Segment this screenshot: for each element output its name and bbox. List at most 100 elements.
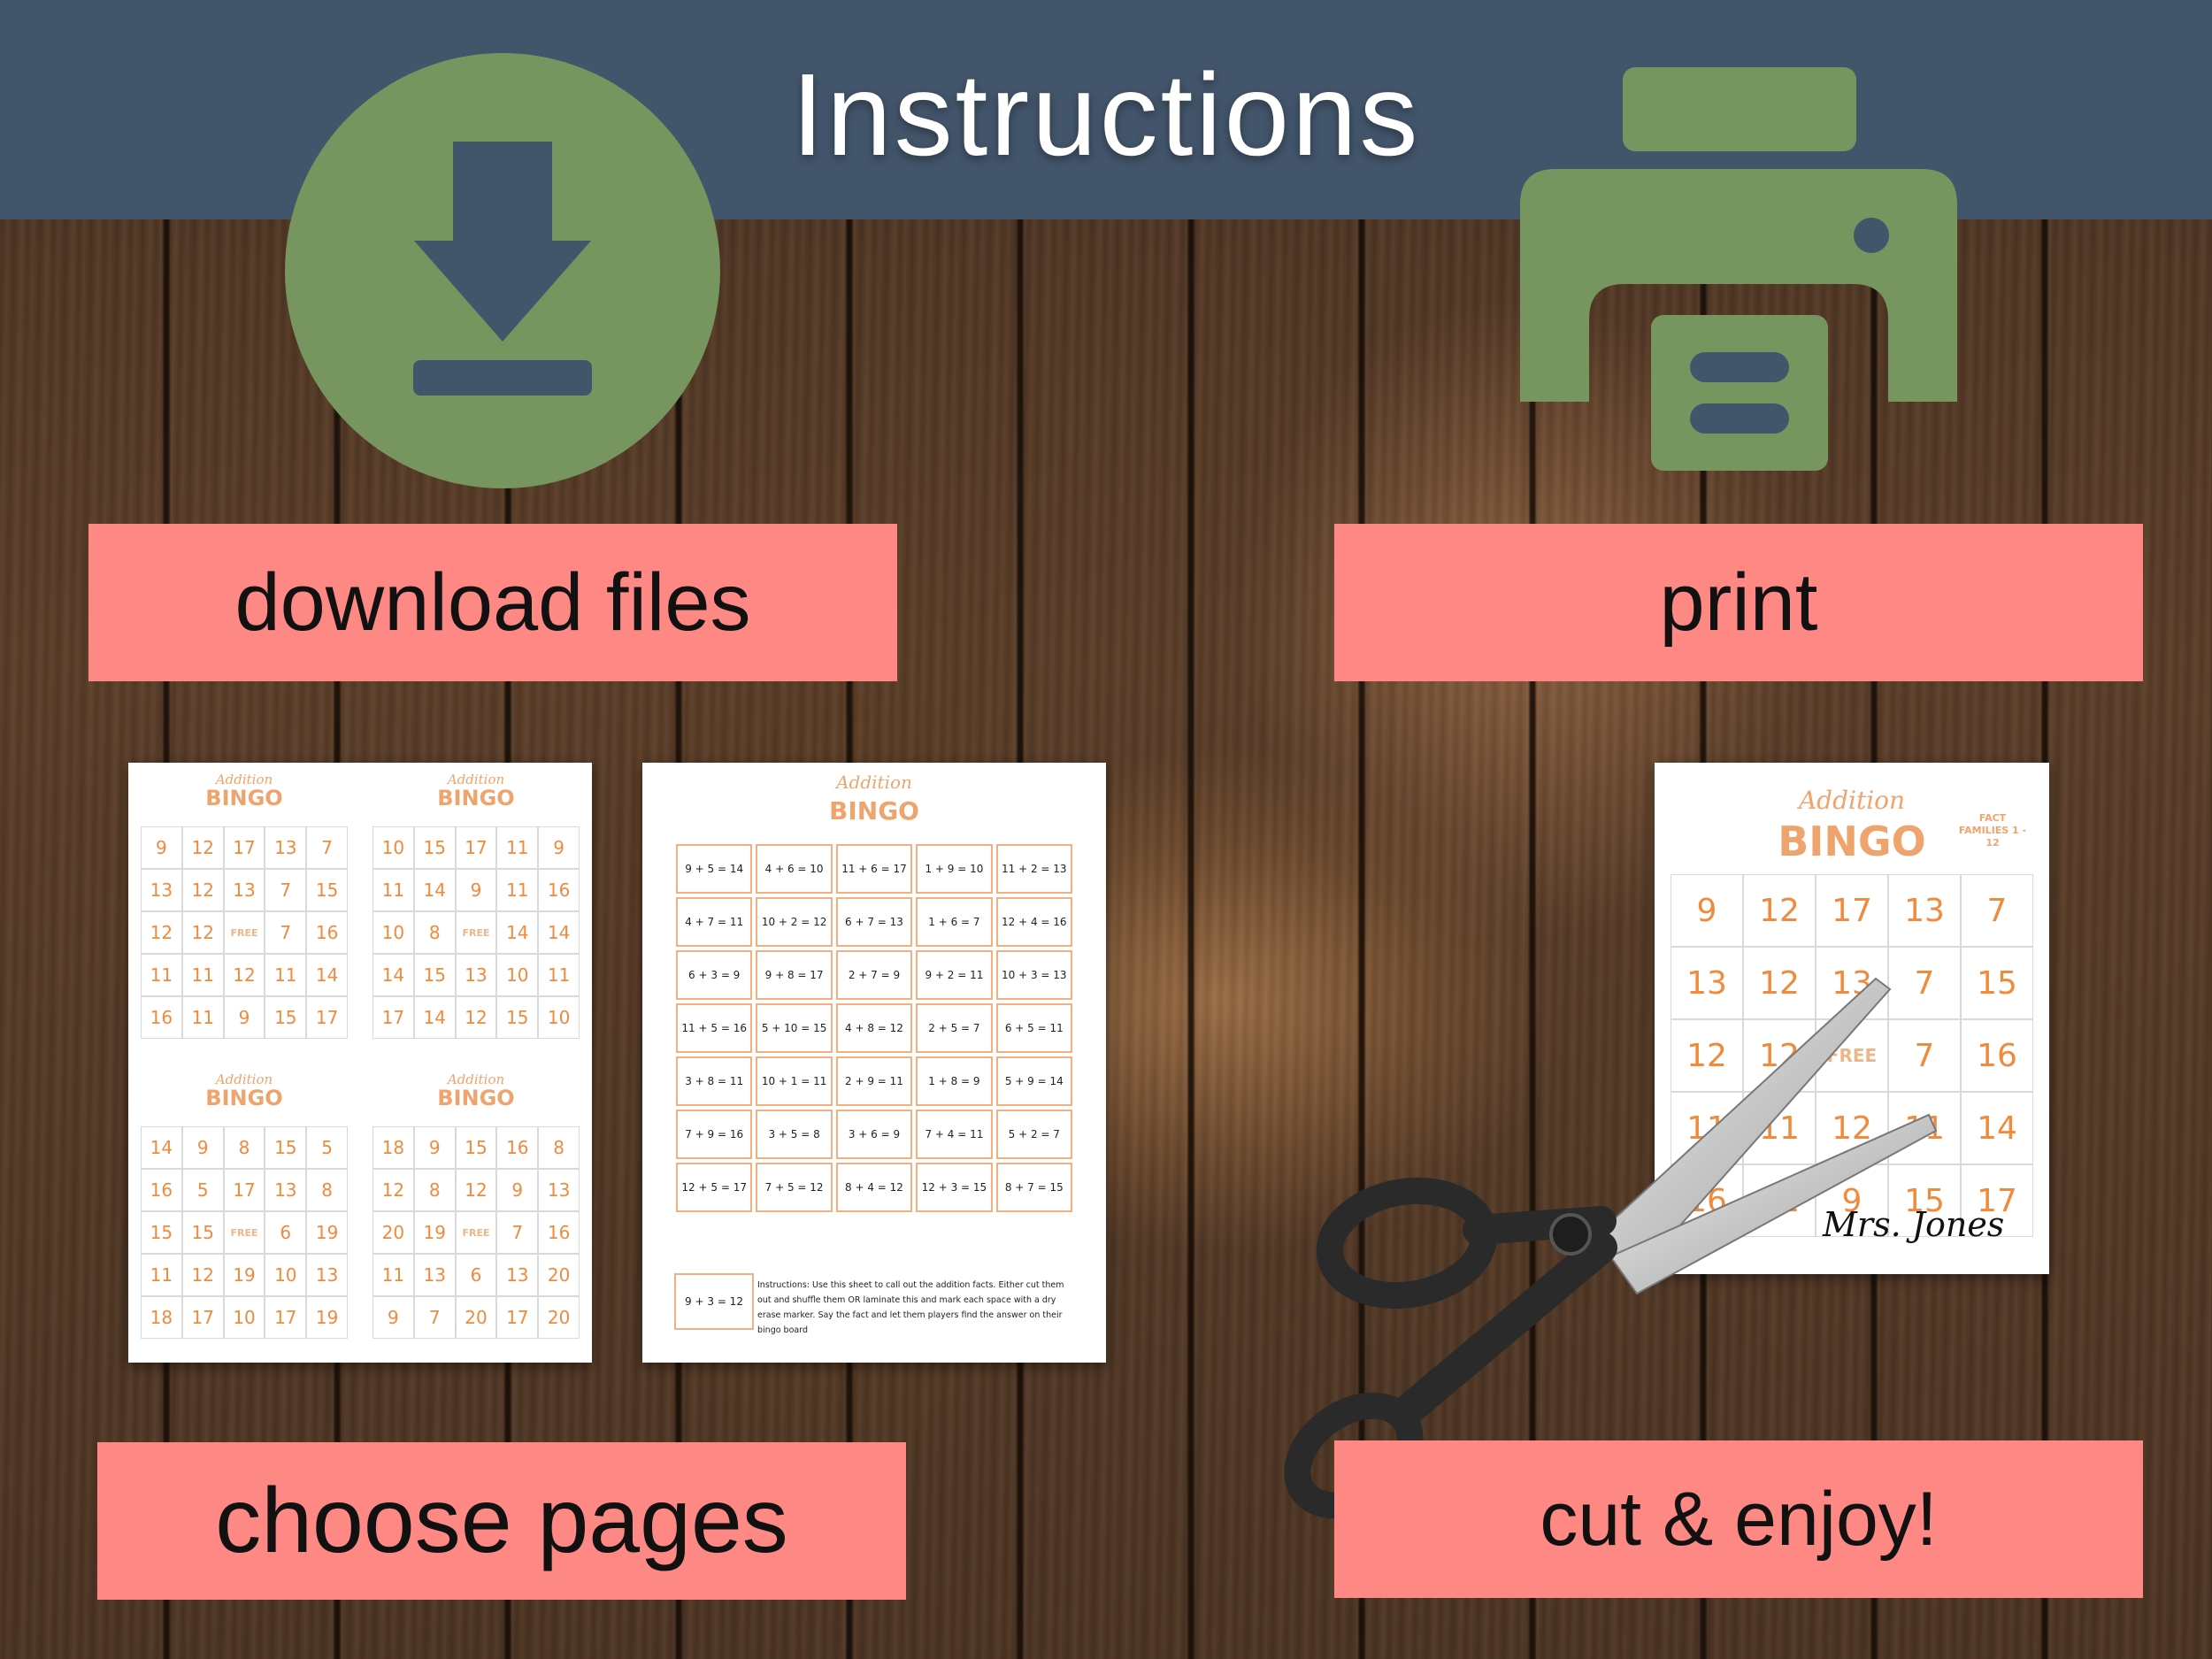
bingo-cell: 15 [1888,1164,1961,1237]
bingo-cell: 7 [1888,1019,1961,1092]
bingo-cell: FREE [455,1211,497,1254]
bingo-script-title: Addition [447,1071,505,1087]
bingo-cell: 18 [373,1126,414,1169]
step-cut-label: cut & enjoy! [1334,1440,2143,1598]
bingo-cell: 12 [141,911,182,954]
calling-cell: 6 + 7 = 13 [835,897,913,947]
calling-cell: 3 + 8 = 11 [676,1056,753,1106]
download-icon [285,53,720,488]
signature: Mrs. Jones [1823,1205,2005,1244]
calling-cell: 4 + 6 = 10 [756,844,833,894]
bingo-cell: 12 [181,911,224,954]
calling-cell: 4 + 8 = 12 [835,1003,913,1053]
calling-cell: 10 + 3 = 13 [995,950,1072,1000]
calling-cell: 1 + 9 = 10 [916,844,993,894]
bingo-cell: 20 [538,1296,580,1339]
bingo-cell: 8 [306,1169,348,1211]
step-choose-label: choose pages [97,1442,906,1600]
bingo-cell: 12 [223,954,265,996]
bingo-cell: 17 [306,996,348,1039]
printer-icon [1520,67,1957,471]
calling-cell: 6 + 3 = 9 [676,950,753,1000]
calling-cell: 7 + 9 = 16 [676,1110,753,1159]
bingo-script-title: Addition [447,772,505,787]
bingo-cell: 13 [306,1254,348,1296]
bingo-cell: 8 [223,1126,265,1169]
bingo-cell: 5 [306,1126,348,1169]
page-title: Instructions [791,50,1421,180]
bingo-cell: 17 [373,996,414,1039]
calling-cell: 12 + 3 = 15 [916,1163,993,1212]
step-download-label: download files [88,524,897,681]
bingo-cell: 6 [455,1254,497,1296]
bingo-cell: 20 [455,1296,497,1339]
calling-cell: 5 + 10 = 15 [756,1003,833,1053]
bingo-cell: 11 [373,1254,414,1296]
bingo-cell: 9 [455,869,497,911]
bingo-cell: 13 [1888,874,1961,947]
bingo-cell: 15 [413,954,456,996]
bingo-cell: 9 [223,996,265,1039]
bingo-cell: 11 [373,869,414,911]
bingo-cell: 14 [306,954,348,996]
bingo-cell: 13 [265,826,307,869]
bingo-cell: 18 [141,1296,182,1339]
bingo-cell: 10 [373,911,414,954]
bingo-cell: 10 [265,1254,307,1296]
bingo-cell: 11 [181,954,224,996]
calling-cell: 9 + 5 = 14 [676,844,753,894]
bingo-title: BINGO [205,1086,283,1110]
bingo-title: BINGO [829,796,919,826]
calling-cell: 11 + 5 = 16 [676,1003,753,1053]
bingo-cell: 14 [373,954,414,996]
bingo-cell: 17 [223,826,265,869]
bingo-cell: 12 [181,1254,224,1296]
bingo-cell: 15 [265,1126,307,1169]
bingo-cell: 19 [306,1296,348,1339]
bingo-cell: 17 [181,1296,224,1339]
bingo-cell: 17 [1816,874,1888,947]
bingo-cell: 10 [223,1296,265,1339]
bingo-cell: 19 [223,1254,265,1296]
bingo-cell: 14 [141,1126,182,1169]
bingo-cell: 13 [413,1254,456,1296]
bingo-cell: 9 [1671,874,1743,947]
bingo-cell: 10 [538,996,580,1039]
bingo-cell: 15 [306,869,348,911]
bingo-script-title: Addition [1798,786,1906,815]
bingo-cell: 8 [538,1126,580,1169]
bingo-cell: 15 [413,826,456,869]
bingo-cell: 10 [373,826,414,869]
calling-cell: 7 + 5 = 12 [756,1163,833,1212]
bingo-cell: 14 [1961,1092,2033,1164]
calling-cell: 9 + 3 = 12 [674,1273,754,1330]
calling-cell: 4 + 7 = 11 [676,897,753,947]
bingo-cell: 11 [141,1254,182,1296]
calling-cell: 12 + 5 = 17 [676,1163,753,1212]
calling-instructions: Instructions: Use this sheet to call out… [757,1280,1064,1335]
bingo-cell: 7 [265,911,307,954]
bingo-cell: 13 [1671,947,1743,1019]
bingo-cell: 14 [538,911,580,954]
bingo-cell: 12 [1743,874,1816,947]
bingo-cell: 9 [496,1169,539,1211]
calling-cell: 8 + 7 = 15 [995,1163,1072,1212]
calling-cell: 3 + 5 = 8 [756,1110,833,1159]
bingo-cell: 17 [265,1296,307,1339]
bingo-cell: 6 [265,1211,307,1254]
calling-cell: 9 + 2 = 11 [916,950,993,1000]
bingo-cell: 16 [538,869,580,911]
bingo-cell: FREE [223,1211,265,1254]
bingo-cell: 7 [1961,874,2033,947]
bingo-cell: 11 [265,954,307,996]
calling-cell: 3 + 6 = 9 [835,1110,913,1159]
bingo-cell: 12 [1671,1019,1743,1092]
